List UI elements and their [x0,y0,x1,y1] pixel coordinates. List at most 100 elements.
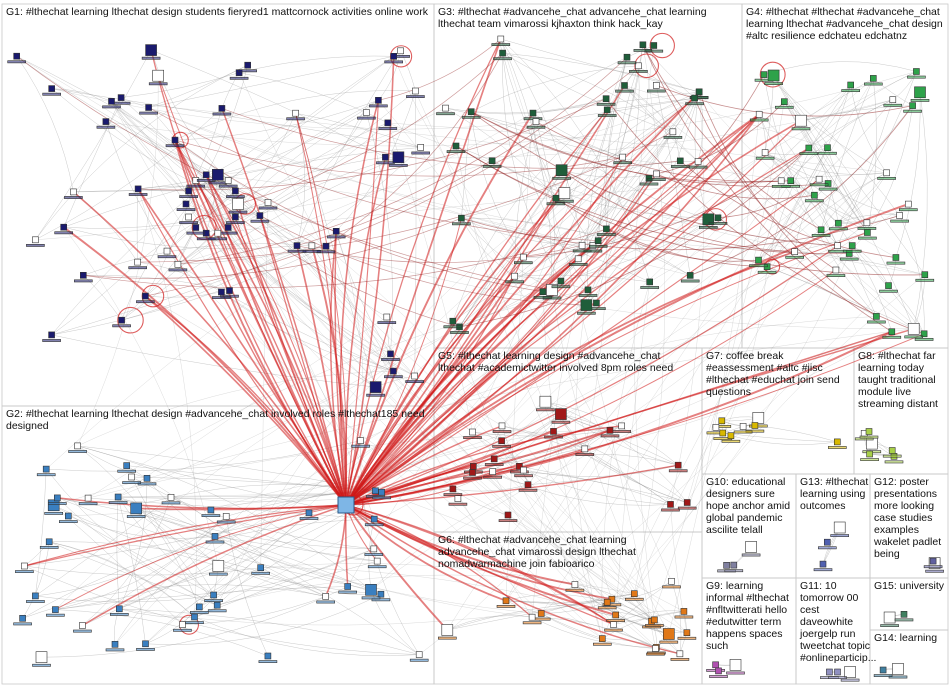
node-g8-1[interactable] [860,450,879,462]
node-g1-49[interactable] [96,118,116,129]
node-g1-26[interactable] [384,367,403,379]
node-g5-0[interactable] [536,395,555,412]
node-g2-34[interactable] [251,564,270,575]
node-g5-10[interactable] [677,499,697,510]
node-g2-33[interactable] [32,651,51,667]
node-g1-1[interactable] [226,213,245,225]
node-g4-21[interactable] [883,96,903,107]
node-g3-29[interactable] [482,157,502,168]
node-g13-1[interactable] [813,560,833,572]
node-g3-27[interactable] [646,82,666,93]
node-g2-19[interactable] [371,590,391,602]
node-g1-9[interactable] [186,177,206,188]
node-g4-38[interactable] [811,226,831,237]
node-g6-12[interactable] [670,650,690,661]
node-g5-12[interactable] [575,445,595,456]
node-g1-27[interactable] [128,258,147,270]
node-g3-34[interactable] [533,288,553,299]
node-g2-6[interactable] [73,622,92,633]
node-g1-35[interactable] [102,98,121,109]
node-g11-2[interactable] [828,668,847,680]
node-g2-25[interactable] [258,652,278,664]
node-g7-0[interactable] [748,412,768,428]
node-g4-12[interactable] [785,248,805,259]
node-g1-11[interactable] [208,169,228,185]
node-g15-0[interactable] [880,611,899,628]
node-g4-24[interactable] [755,149,775,160]
node-g4-18[interactable] [877,169,896,180]
node-g4-37[interactable] [858,229,877,240]
node-g3-47[interactable] [551,277,571,289]
node-g7-4[interactable] [827,438,847,449]
node-g1-58[interactable] [128,185,148,196]
node-g2-11[interactable] [44,499,64,515]
node-g2-16[interactable] [201,506,221,518]
node-g5-20[interactable] [492,437,511,448]
node-g1-59[interactable] [326,228,346,239]
node-g2-24[interactable] [367,557,387,569]
node-g1-36[interactable] [411,144,431,155]
node-g1-52[interactable] [165,136,185,148]
node-g4-17[interactable] [749,256,768,268]
node-g2-1[interactable] [204,591,223,603]
node-g3-40[interactable] [493,49,512,61]
node-g1-16[interactable] [7,52,26,64]
node-g1-55[interactable] [366,381,385,397]
node-g1-5[interactable] [186,224,206,235]
node-g3-38[interactable] [708,214,728,225]
node-g4-28[interactable] [915,271,935,282]
node-g1-25[interactable] [378,119,398,130]
node-g3-21[interactable] [491,35,511,47]
node-g1-53[interactable] [369,97,388,108]
node-g2-8[interactable] [26,592,45,603]
node-g1-23[interactable] [111,94,131,105]
node-g3-24[interactable] [526,118,546,129]
node-g1-7[interactable] [176,200,196,212]
node-g5-11[interactable] [551,408,571,424]
node-g1-42[interactable] [26,236,45,247]
node-g4-27[interactable] [890,212,909,223]
node-g2-44[interactable] [361,583,381,600]
node-g14-1[interactable] [873,666,893,678]
node-g3-22[interactable] [577,299,596,315]
node-g6-9[interactable] [604,621,623,632]
node-g3-23[interactable] [578,286,598,297]
node-g1-0[interactable] [228,198,248,214]
node-g2-29[interactable] [190,603,209,614]
node-g14-0[interactable] [888,663,908,679]
node-g4-32[interactable] [842,242,862,253]
node-g5-19[interactable] [498,511,518,523]
node-g6-15[interactable] [565,581,585,592]
node-g6-3[interactable] [662,577,681,589]
node-g3-18[interactable] [572,242,592,253]
node-g2-43[interactable] [13,614,32,626]
node-g6-5[interactable] [496,597,516,608]
node-g4-39[interactable] [809,175,829,187]
node-g2-32[interactable] [110,605,129,616]
node-g2-35[interactable] [36,465,56,477]
node-g2-17[interactable] [205,533,225,544]
node-g13-0[interactable] [830,521,850,538]
node-g3-26[interactable] [588,237,608,248]
node-g3-3[interactable] [663,128,683,139]
node-g4-31[interactable] [774,98,794,109]
node-g8-4[interactable] [882,447,902,458]
node-g3-35[interactable] [443,317,463,329]
node-g3-46[interactable] [670,157,690,168]
node-g1-33[interactable] [148,69,168,86]
node-g2-15[interactable] [161,493,181,505]
node-g2-28[interactable] [207,601,227,613]
node-g2-31[interactable] [58,512,78,524]
node-g4-29[interactable] [903,102,922,113]
node-g1-28[interactable] [212,105,232,116]
node-g2-40[interactable] [364,515,384,527]
node-g2-27[interactable] [316,593,336,604]
node-g4-33[interactable] [904,322,924,339]
node-g1-24[interactable] [357,109,376,120]
node-g4-0[interactable] [791,114,811,131]
node-g4-25[interactable] [879,282,898,293]
node-g2-30[interactable] [351,437,370,448]
node-g5-18[interactable] [483,468,503,479]
node-g4-4[interactable] [841,81,861,93]
node-g1-50[interactable] [238,61,257,73]
